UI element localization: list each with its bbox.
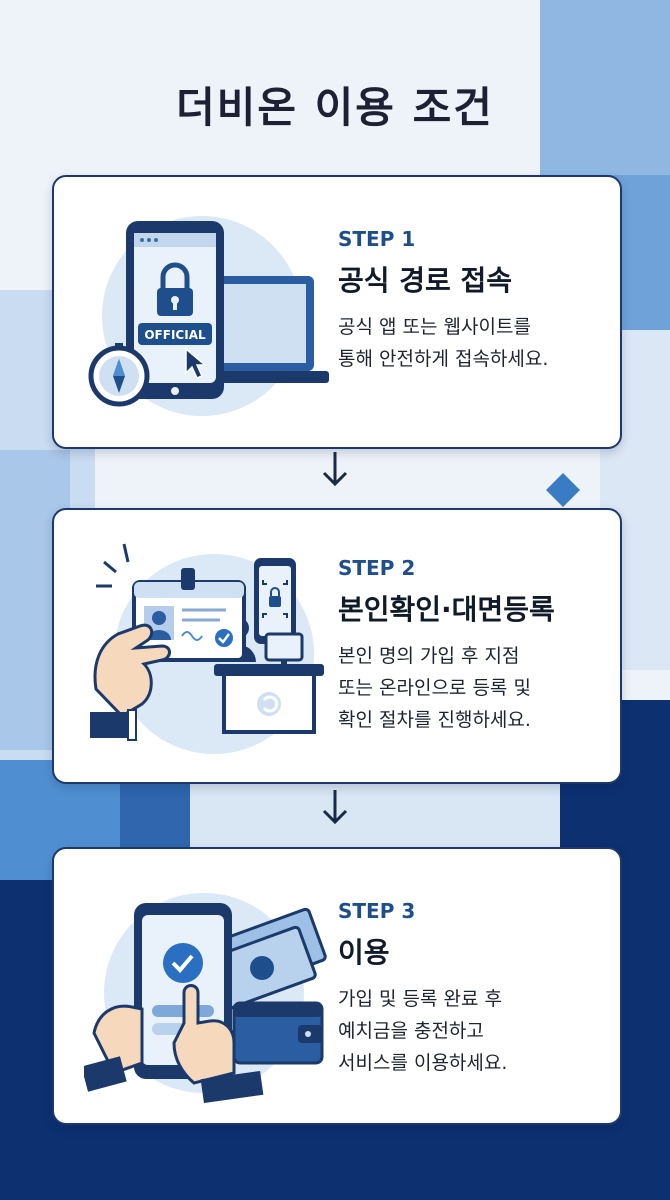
step-1-card: OFFICIAL STEP 1 공식 경로 접속 공식 앱 또는 웹사이트를 통… (52, 175, 622, 449)
step-2-heading: 본인확인·대면등록 (338, 593, 555, 626)
official-access-illustration: OFFICIAL (88, 216, 329, 416)
step-2-label: STEP 2 (338, 556, 416, 580)
compass-icon (88, 343, 150, 407)
desk-clerk-icon (214, 618, 324, 734)
cursor-icon (185, 347, 208, 379)
official-badge (138, 323, 212, 345)
step-1-label: STEP 1 (338, 227, 416, 251)
step-3-text: STEP 3 이용 가입 및 등록 완료 후 예치금을 충전하고 서비스를 이용… (338, 849, 608, 1079)
step-2-description: 본인 명의 가입 후 지점 또는 온라인으로 등록 및 확인 절차를 진행하세요… (338, 645, 531, 731)
step-2-card: STEP 2 본인확인·대면등록 본인 명의 가입 후 지점 또는 온라인으로 … (52, 508, 622, 784)
page-title: 더비온 이용 조건 (176, 83, 494, 132)
step-3-heading: 이용 (338, 936, 390, 969)
identity-verification-illustration (90, 543, 324, 754)
hand-tap-icon (84, 984, 264, 1103)
id-card-icon (132, 568, 246, 662)
laptop-icon (199, 276, 329, 383)
wallet-icon (232, 1001, 324, 1065)
hand-icon (90, 623, 171, 741)
step-3-description: 가입 및 등록 완료 후 예치금을 충전하고 서비스를 이용하세요. (338, 988, 508, 1074)
step-3-label: STEP 3 (338, 899, 416, 923)
official-badge-label: OFFICIAL (144, 328, 206, 342)
down-arrow-icon (322, 790, 348, 825)
down-arrow-icon (322, 452, 348, 487)
service-use-illustration (84, 893, 327, 1103)
sparkle-icon (96, 543, 130, 588)
phone-lock-icon (254, 558, 296, 644)
step-1-description: 공식 앱 또는 웹사이트를 통해 안전하게 접속하세요. (338, 316, 549, 370)
step-3-card: STEP 3 이용 가입 및 등록 완료 후 예치금을 충전하고 서비스를 이용… (52, 847, 622, 1125)
step-2-text: STEP 2 본인확인·대면등록 본인 명의 가입 후 지점 또는 온라인으로 … (338, 510, 608, 736)
lock-icon (157, 262, 193, 316)
banknotes-icon (207, 907, 327, 1011)
step-1-heading: 공식 경로 접속 (338, 264, 513, 297)
step-1-text: STEP 1 공식 경로 접속 공식 앱 또는 웹사이트를 통해 안전하게 접속… (338, 177, 608, 375)
